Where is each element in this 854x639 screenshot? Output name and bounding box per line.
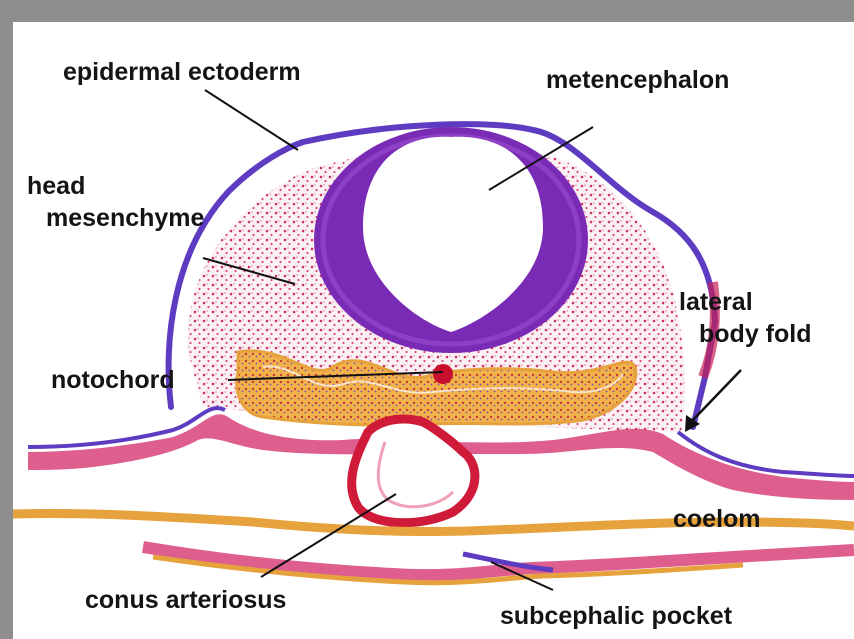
notochord-body <box>433 364 453 384</box>
label-metencephalon: metencephalon <box>546 66 729 94</box>
label-notochord: notochord <box>51 366 175 394</box>
label-conus-arteriosus: conus arteriosus <box>85 586 286 614</box>
lateral-body-fold-arrow <box>685 370 741 432</box>
label-lateral-body-fold-line2: body fold <box>699 320 811 348</box>
label-coelom: coelom <box>673 505 761 533</box>
label-epidermal-ectoderm: epidermal ectoderm <box>63 58 301 86</box>
label-subcephalic-pocket: subcephalic pocket <box>500 602 732 630</box>
label-lateral-body-fold-line1: lateral <box>679 288 753 316</box>
micrograph-plate: epidermal ectoderm metencephalon head me… <box>13 22 854 639</box>
label-head-mesenchyme-line1: head <box>27 172 85 200</box>
label-head-mesenchyme-line2: mesenchyme <box>46 204 204 232</box>
